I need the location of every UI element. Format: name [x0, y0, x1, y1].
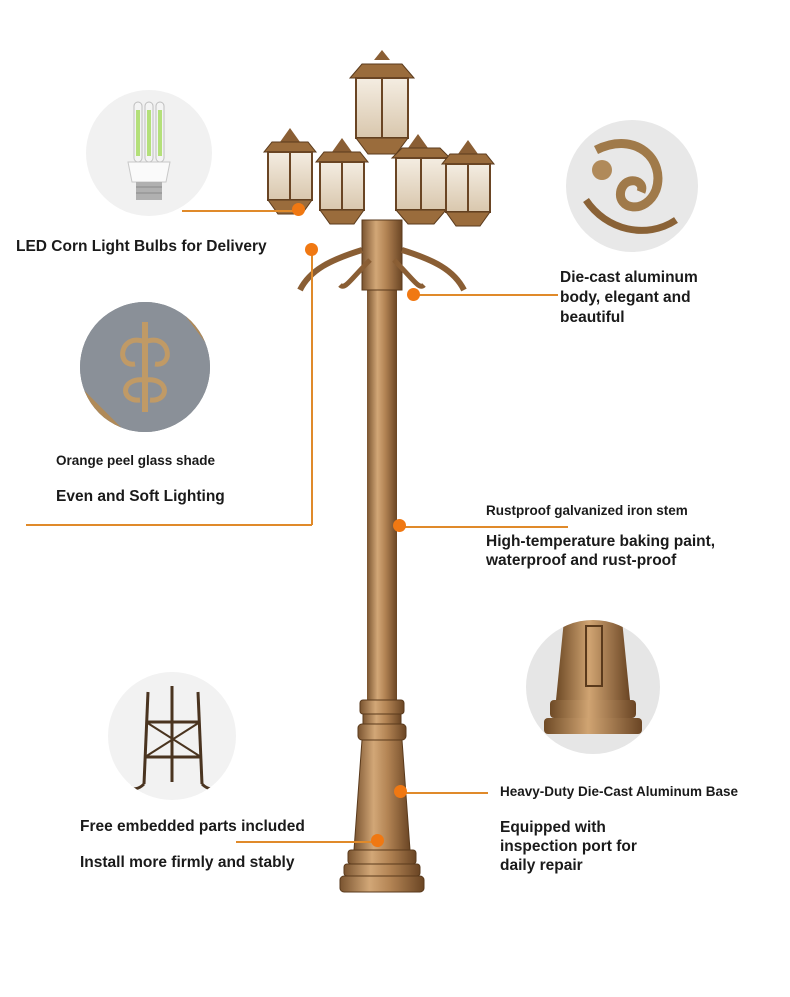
bulb-marker-dot	[292, 203, 305, 216]
base-label-line-3: daily repair	[500, 857, 583, 874]
bulb-connector-line	[182, 210, 294, 212]
led-corn-bulb-icon	[86, 90, 212, 216]
base-marker-dot	[394, 785, 407, 798]
scroll-detail-icon	[566, 120, 698, 252]
shade-sublabel: Even and Soft Lighting	[56, 488, 225, 505]
embedded-label: Free embedded parts included	[80, 818, 305, 835]
stem-marker-dot	[393, 519, 406, 532]
base-connector-line	[406, 792, 488, 794]
embedded-connector-line	[236, 841, 372, 843]
body-label-line-2: body, elegant and	[560, 289, 691, 306]
shade-connector-vertical	[311, 252, 313, 525]
body-connector-line	[418, 294, 558, 296]
street-lamp-product	[250, 50, 510, 910]
embedded-frame-icon	[108, 672, 236, 800]
body-label-line-3: beautiful	[560, 309, 625, 326]
body-label-line-1: Die-cast aluminum	[560, 269, 698, 286]
shade-marker-dot	[305, 243, 318, 256]
stem-connector-line	[404, 526, 568, 528]
glass-shade-detail-icon	[80, 302, 210, 432]
stem-label-line-1: High-temperature baking paint,	[486, 533, 716, 550]
base-label-line-1: Equipped with	[500, 819, 606, 836]
bulbs-label: LED Corn Light Bulbs for Delivery	[16, 238, 267, 255]
embedded-marker-dot	[371, 834, 384, 847]
base-label-line-2: inspection port for	[500, 838, 637, 855]
base-detail-icon	[526, 620, 660, 754]
body-marker-dot	[407, 288, 420, 301]
stem-label: Rustproof galvanized iron stem	[486, 503, 688, 518]
base-label: Heavy-Duty Die-Cast Aluminum Base	[500, 784, 739, 799]
shade-label: Orange peel glass shade	[56, 453, 216, 468]
shade-connector-horizontal	[26, 524, 312, 526]
embedded-sublabel: Install more firmly and stably	[80, 854, 295, 871]
stem-label-line-2: waterproof and rust-proof	[486, 552, 677, 569]
